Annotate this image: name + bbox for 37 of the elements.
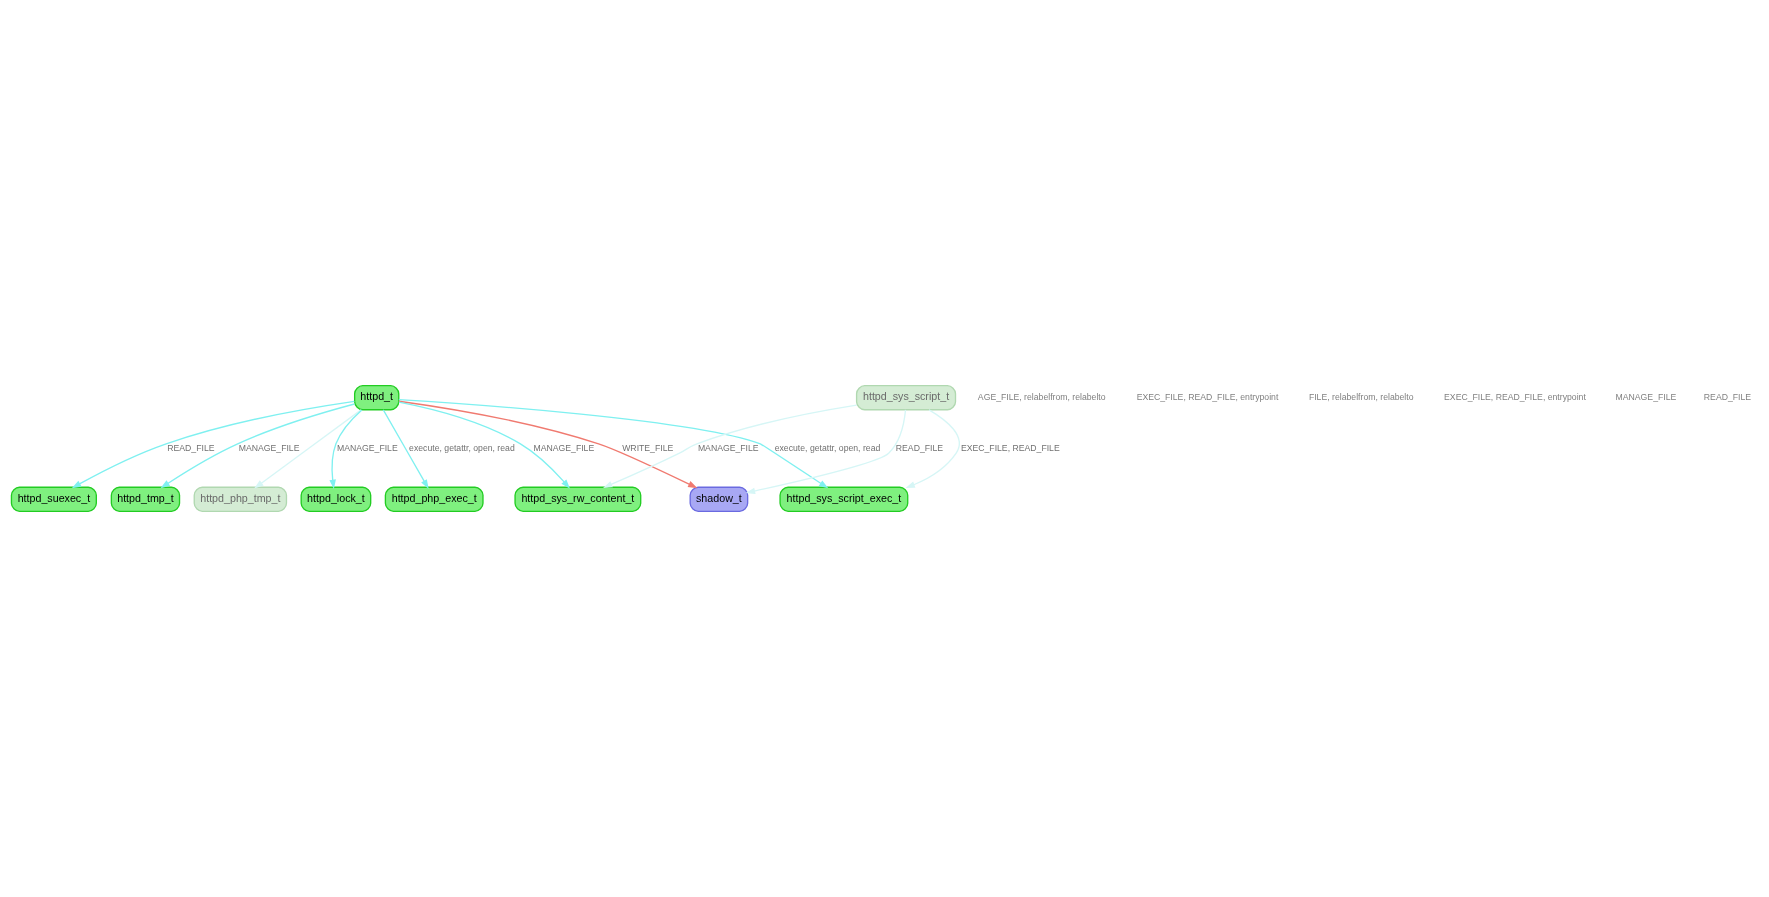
node-box: httpd_suexec_t <box>10 486 97 512</box>
edge-label: execute, getattr, open, read <box>409 442 515 453</box>
arrow <box>254 409 362 489</box>
label: MANAGE_FILE <box>1615 391 1677 402</box>
node-box: httpd_sys_script_t <box>855 385 957 411</box>
arrow <box>398 401 570 489</box>
label: FILE, relabelfrom, relabelto <box>1308 391 1414 402</box>
arrow <box>905 409 960 488</box>
node-box: httpd_t <box>353 385 400 411</box>
arrow <box>71 400 356 489</box>
node-box: httpd_php_tmp_t <box>193 486 288 512</box>
arrow <box>398 399 829 489</box>
arrow <box>329 409 363 490</box>
arrow <box>398 400 698 489</box>
node-box: httpd_sys_script_exec_t <box>779 486 909 512</box>
arrow <box>382 409 429 490</box>
edge-label: READ_FILE <box>167 442 215 453</box>
label: EXEC_FILE, READ_FILE, entrypoint <box>1444 391 1586 402</box>
label: EXEC_FILE, READ_FILE, entrypoint <box>1136 391 1279 402</box>
node-box: httpd_tmp_t <box>110 486 181 512</box>
node-box: httpd_sys_rw_content_t <box>514 486 642 512</box>
edge-label: MANAGE_FILE <box>238 442 300 453</box>
edge-label: READ_FILE <box>895 442 944 453</box>
edge-label: EXEC_FILE, READ_FILE <box>960 442 1060 453</box>
label: READ_FILE <box>1703 391 1752 402</box>
node-box: httpd_php_exec_t <box>384 486 484 512</box>
edge-label: MANAGE_FILE <box>336 442 398 453</box>
arrow <box>160 403 356 489</box>
edge-label: MANAGE_FILE <box>533 442 595 453</box>
edge-label: execute, getattr, open, read <box>774 442 881 453</box>
edge-label: WRITE_FILE <box>622 442 674 453</box>
node-box: shadow_t <box>689 486 749 512</box>
edge-label: MANAGE_FILE <box>697 442 759 453</box>
node-box: httpd_lock_t <box>300 486 372 512</box>
arrow <box>745 409 907 495</box>
label: AGE_FILE, relabelfrom, relabelto <box>977 391 1106 402</box>
arrow <box>603 404 858 488</box>
